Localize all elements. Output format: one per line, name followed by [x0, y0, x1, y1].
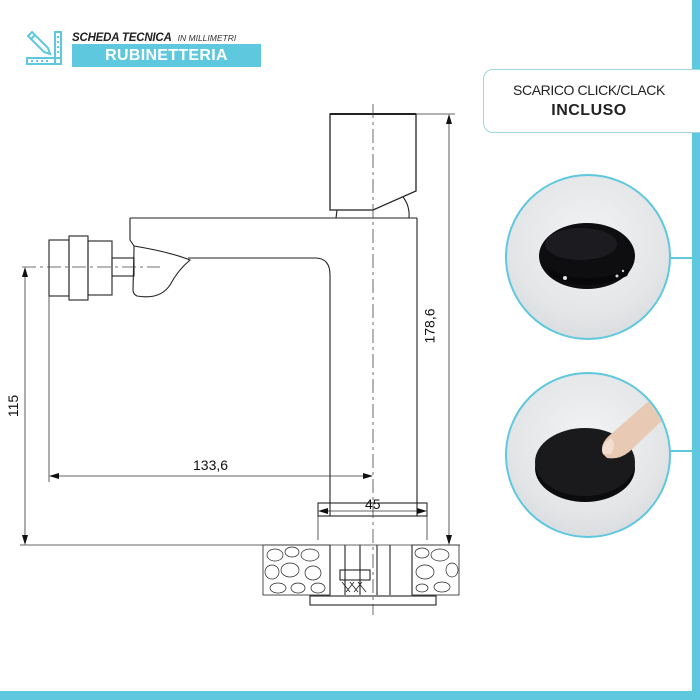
connector-top [666, 257, 692, 259]
dim-base-width: 45 [365, 496, 381, 512]
connector-bottom [666, 450, 692, 452]
header: SCHEDA TECNICA IN MILLIMETRI RUBINETTERIA [24, 24, 264, 74]
info-line2: INCLUSO [551, 102, 627, 119]
info-box: SCARICO CLICK/CLACK INCLUSO [483, 69, 700, 133]
drain-cap-closed-photo [505, 174, 671, 340]
header-subtitle: IN MILLIMETRI [177, 33, 237, 43]
header-title: SCHEDA TECNICA [72, 32, 172, 44]
frame-bottom-border [0, 691, 700, 700]
info-line1: SCARICO CLICK/CLACK [513, 82, 665, 98]
dim-spout-height: 115 [5, 394, 22, 418]
dim-spout-reach: 133,6 [193, 457, 229, 473]
header-banner: RUBINETTERIA [72, 44, 261, 67]
dim-total-height: 178,6 [421, 308, 438, 344]
frame-right-border [692, 0, 700, 700]
drain-cap-pressed-photo [505, 372, 671, 538]
ruler-pencil-icon [26, 30, 62, 65]
